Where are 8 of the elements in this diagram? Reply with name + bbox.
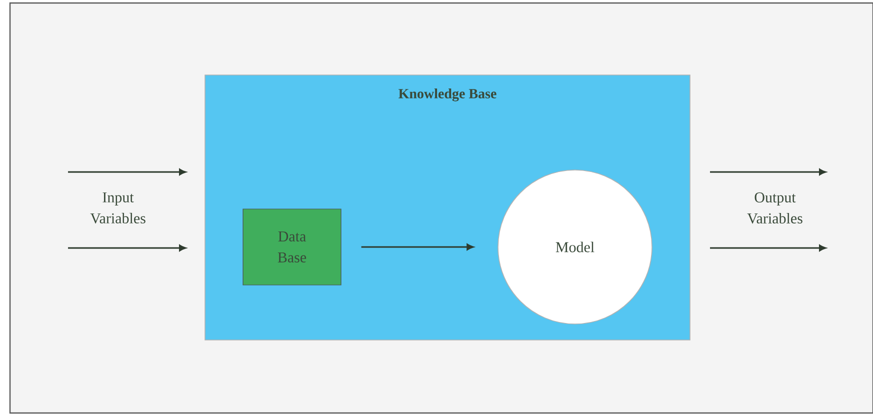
variables-label: Output Variables xyxy=(747,192,802,224)
arrow xyxy=(68,244,186,252)
arrow xyxy=(710,168,826,176)
arrow xyxy=(361,244,474,250)
variables-label: Input Variables xyxy=(90,192,146,224)
arrow xyxy=(710,244,826,252)
arrow xyxy=(68,168,186,176)
data-base-box: Data Base xyxy=(242,208,342,286)
